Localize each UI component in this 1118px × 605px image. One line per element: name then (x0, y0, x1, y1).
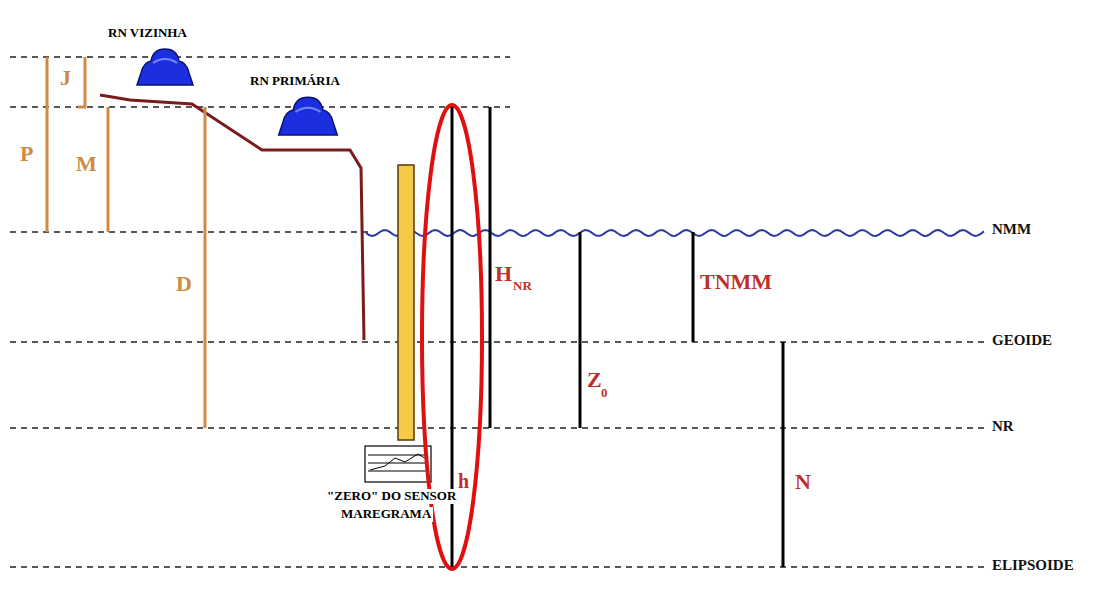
benchmark-marker (270, 91, 346, 137)
benchmark-marker (134, 43, 196, 87)
surface-name: NR (992, 418, 1014, 435)
height-symbol: h (458, 470, 469, 492)
height-symbol: Z (587, 368, 602, 392)
height-symbol: N (795, 470, 811, 494)
benchmark-label: RN PRIMÁRIA (250, 74, 346, 89)
dimension-letter: M (76, 152, 97, 176)
surface-name: NMM (992, 221, 1031, 238)
subscript: 0 (601, 386, 608, 400)
sensor-label: MAREGRAMA (339, 507, 433, 522)
subscript: NR (513, 279, 532, 293)
tide-sensor-node: "ZERO" DO SENSOR MAREGRAMA (325, 486, 458, 522)
dimension-letter: J (60, 66, 71, 90)
benchmark-node: RN PRIMÁRIA (250, 74, 346, 137)
height-symbol: H (495, 262, 512, 286)
dimension-letter: P (20, 142, 33, 166)
sensor-label: "ZERO" DO SENSOR (325, 489, 458, 504)
height-symbol: TNMM (700, 270, 772, 294)
benchmark-label: RN VIZINHA (108, 26, 196, 41)
dimension-letter: D (176, 272, 192, 296)
benchmark-node: RN VIZINHA (108, 26, 196, 87)
surface-name: ELIPSOIDE (992, 557, 1074, 574)
surface-name: GEOIDE (992, 332, 1052, 349)
